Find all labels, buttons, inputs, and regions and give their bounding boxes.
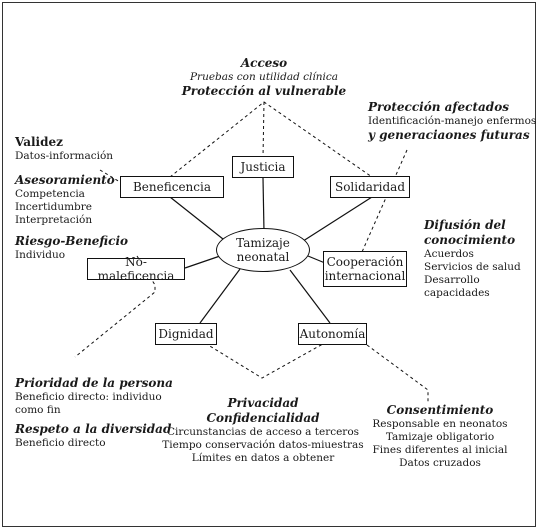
consentimiento-item: Fines diferentes al inicial [372,444,508,456]
prioridad-sub-1: Beneficio directo: individuo [15,391,162,403]
prioridad-sub-2: como fin [15,404,61,416]
center-label-1: Tamizaje [236,236,290,250]
asesoramiento-item: Incertidumbre [15,201,92,213]
privacidad-title-2: Confidencialidad [206,411,320,425]
annotation-difusion: Difusión del conocimiento Acuerdos Servi… [424,218,521,300]
privacidad-item: Tiempo conservación datos-miuestras [162,439,364,451]
center-label-2: neonatal [236,250,290,264]
justicia-label: Justicia [240,160,286,174]
annotation-consentimiento: Consentimiento Responsable en neonatos T… [370,403,510,470]
difusion-title-2: conocimiento [424,233,516,247]
dignidad-label: Dignidad [158,327,214,341]
principle-beneficencia: Beneficencia [120,176,224,198]
respeto-sub: Beneficio directo [15,437,106,449]
difusion-item: Acuerdos [424,248,474,260]
no-maleficencia-label: No-maleficencia [97,255,175,283]
annotation-validez: Validez Datos-información [15,135,113,163]
riesgo-sub: Individuo [15,249,66,261]
validez-sub: Datos-información [15,150,114,162]
acceso-title: Acceso [240,56,288,70]
cooperacion-label-2: internacional [324,269,406,283]
validez-title: Validez [15,135,63,149]
principle-dignidad: Dignidad [155,323,217,345]
edge-center-autonomia [289,269,331,324]
dash-nomaleficencia [74,255,156,358]
annotation-asesoramiento: Asesoramiento Competencia Incertidumbre … [15,173,115,227]
principle-solidaridad: Solidaridad [330,176,410,198]
consentimiento-item: Datos cruzados [399,457,481,469]
edge-center-nomaleficencia [184,255,221,269]
dash-consentimiento [366,344,429,403]
respeto-title: Respeto a la diversidad [15,422,172,436]
annotation-privacidad: Privacidad Confidencialidad Circunstanci… [158,396,368,465]
consentimiento-item: Responsable en neonatos [372,418,508,430]
annotation-prioridad: Prioridad de la persona Beneficio direct… [15,376,173,417]
edge-center-cooperacion [307,255,326,264]
edge-center-justicia [262,177,265,233]
consentimiento-item: Tamizaje obligatorio [385,431,495,443]
center-node-tamizaje-neonatal: Tamizaje neonatal [216,228,310,272]
acceso-sub: Pruebas con utilidad clínica [189,71,339,83]
edge-center-beneficencia [169,196,229,244]
cooperacion-label-1: Cooperación [326,255,404,269]
proteccion-title: Protección afectados [368,100,509,114]
prioridad-title: Prioridad de la persona [15,376,173,390]
privacidad-item: Límites en datos a obtener [191,452,335,464]
beneficencia-label: Beneficencia [132,180,212,194]
asesoramiento-item: Interpretación [15,214,93,226]
acceso-title2: Protección al vulnerable [181,84,347,98]
principle-autonomia: Autonomía [298,323,367,345]
difusion-title-1: Difusión del [424,218,506,232]
dash-acceso-justicia [262,101,265,158]
riesgo-title: Riesgo-Beneficio [15,234,129,248]
annotation-proteccion: Protección afectados Identificación-mane… [368,100,536,143]
diagram-frame [2,2,536,527]
annotation-riesgo: Riesgo-Beneficio Individuo [15,234,128,262]
principle-justicia: Justicia [232,156,294,178]
proteccion-sub: Identificación-manejo enfermos [368,115,537,127]
difusion-item: Servicios de salud [424,261,521,273]
edge-center-dignidad [199,268,241,324]
autonomia-label: Autonomía [299,327,366,341]
annotation-acceso: Acceso Pruebas con utilidad clínica Prot… [170,56,358,99]
solidaridad-label: Solidaridad [334,180,406,194]
proteccion-title2: y generaciaones futuras [368,128,530,142]
dash-dignidad [199,339,331,379]
privacidad-title-1: Privacidad [227,396,299,410]
privacidad-item: Circunstancias de acceso a terceros [166,426,360,438]
edge-center-solidaridad [299,196,373,244]
consentimiento-title: Consentimiento [386,403,494,417]
dash-proteccion [361,149,408,253]
principle-no-maleficencia: No-maleficencia [87,255,185,283]
difusion-item: Desarrollo [424,274,480,286]
principle-cooperacion-internacional: Cooperación internacional [323,251,407,287]
difusion-item: capacidades [424,287,490,299]
asesoramiento-title: Asesoramiento [15,173,115,187]
asesoramiento-item: Competencia [15,188,85,200]
annotation-respeto: Respeto a la diversidad Beneficio direct… [15,422,171,450]
